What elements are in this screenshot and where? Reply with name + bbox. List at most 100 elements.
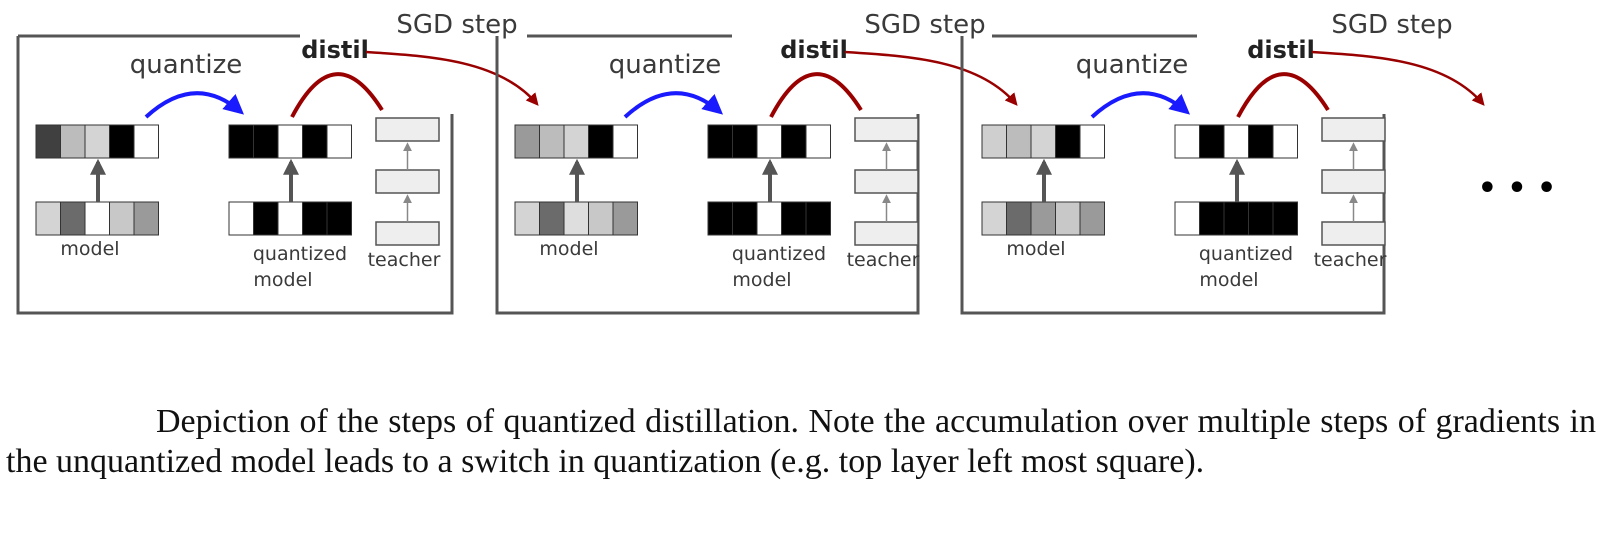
model-bottom-layer-cell — [588, 201, 614, 236]
quantized-top-layer-cell — [1199, 124, 1225, 159]
step-frame — [16, 36, 454, 315]
quantized-label-line2: model — [1199, 269, 1258, 291]
model-top-layer-cell — [612, 124, 638, 159]
model-bottom-layer-cell — [60, 201, 86, 236]
quantized-label-line1: quantized — [253, 243, 347, 265]
quantized-bottom-layer-cell — [756, 201, 782, 236]
model-top-layer-cell — [60, 124, 86, 159]
distil-arc — [290, 72, 384, 118]
model-top-layer-cell — [1006, 124, 1032, 159]
quantized-top-layer-cell — [756, 124, 782, 159]
quantized-top-layer-cell — [1272, 124, 1298, 159]
quantized-top-layer-cell — [253, 124, 279, 159]
quantize-arrow — [144, 91, 245, 119]
model-top-layer-cell — [109, 124, 135, 159]
quantized-bottom-layer-cell — [781, 201, 807, 236]
model-label: model — [539, 238, 598, 260]
model-top-layer-cell — [1079, 124, 1105, 159]
caption-text: Depiction of the steps of quantized dist… — [6, 403, 1596, 480]
model-bottom-layer-cell — [1055, 201, 1081, 236]
quantized-bottom-layer-cell — [1223, 201, 1249, 236]
quantized-label-line2: model — [732, 269, 791, 291]
quantized-top-layer-cell — [1223, 124, 1249, 159]
quantized-bottom-layer-cell — [1272, 201, 1298, 236]
distil-arrow — [844, 50, 1018, 106]
quantized-label-line1: quantized — [1199, 243, 1293, 265]
model-bottom-layer-cell — [1006, 201, 1032, 236]
model-bottom-layer-cell — [109, 201, 135, 236]
distil-label: distil — [780, 36, 848, 64]
model-top-layer-cell — [133, 124, 159, 159]
model-bottom-layer-cell — [1079, 201, 1105, 236]
quantized-bottom-layer-cell — [228, 201, 254, 236]
quantized-top-layer-cell — [707, 124, 733, 159]
quantize-label: quantize — [130, 50, 242, 80]
quantize-arrow — [1090, 91, 1191, 119]
distil-arc — [769, 72, 863, 118]
model-label: model — [1006, 238, 1065, 260]
model-bottom-layer-cell — [35, 201, 61, 236]
quantize-label: quantize — [1076, 50, 1188, 80]
quantized-bottom-layer-cell — [277, 201, 303, 236]
teacher-layer-1 — [854, 117, 919, 142]
training-step-1: SGD step quantize distil model quantized mode… — [16, 10, 539, 315]
teacher-layer-1 — [375, 117, 440, 142]
step-frame — [495, 36, 920, 315]
quantized-top-layer-cell — [326, 124, 352, 159]
quantized-bottom-layer-cell — [326, 201, 352, 236]
model-top-layer-cell — [84, 124, 110, 159]
model-bottom-layer-cell — [612, 201, 638, 236]
model-label: model — [60, 238, 119, 260]
step-frame — [960, 36, 1386, 315]
quantized-top-layer-cell — [277, 124, 303, 159]
teacher-label: teacher — [1314, 249, 1387, 271]
quantized-top-layer-cell — [302, 124, 328, 159]
teacher-layer-2 — [375, 169, 440, 194]
quantized-top-layer-cell — [228, 124, 254, 159]
quantized-top-layer-cell — [1174, 124, 1200, 159]
quantized-top-layer-cell — [781, 124, 807, 159]
quantized-bottom-layer-cell — [1174, 201, 1200, 236]
quantized-top-layer-cell — [1248, 124, 1274, 159]
quantized-bottom-layer-cell — [732, 201, 758, 236]
model-bottom-layer-cell — [133, 201, 159, 236]
sgd-step-label: SGD step — [396, 10, 517, 40]
distil-label: distil — [1247, 36, 1315, 64]
model-top-layer-cell — [514, 124, 540, 159]
quantized-label-line2: model — [253, 269, 312, 291]
teacher-label: teacher — [847, 249, 920, 271]
model-bottom-layer-cell — [514, 201, 540, 236]
teacher-layer-3 — [375, 221, 440, 246]
distil-arrow — [1311, 50, 1485, 106]
teacher-label: teacher — [368, 249, 441, 271]
figure-caption: Depiction of the steps of quantized dist… — [6, 402, 1596, 482]
distil-arc — [1236, 72, 1330, 118]
distil-arrow — [365, 50, 539, 106]
quantized-bottom-layer-cell — [302, 201, 328, 236]
model-bottom-layer-cell — [84, 201, 110, 236]
model-bottom-layer-cell — [981, 201, 1007, 236]
model-top-layer-cell — [588, 124, 614, 159]
model-bottom-layer-cell — [1030, 201, 1056, 236]
teacher-layer-1 — [1321, 117, 1386, 142]
quantized-bottom-layer-cell — [1248, 201, 1274, 236]
quantize-arrow — [623, 91, 724, 119]
model-top-layer-cell — [539, 124, 565, 159]
teacher-layer-3 — [1321, 221, 1386, 246]
quantize-label: quantize — [609, 50, 721, 80]
model-top-layer-cell — [981, 124, 1007, 159]
teacher-layer-2 — [854, 169, 919, 194]
quantized-bottom-layer-cell — [707, 201, 733, 236]
quantized-distillation-diagram: SGD step quantize distil model quantized mode… — [16, 10, 1556, 315]
distil-label: distil — [301, 36, 369, 64]
teacher-layer-3 — [854, 221, 919, 246]
quantized-top-layer-cell — [805, 124, 831, 159]
quantized-bottom-layer-cell — [1199, 201, 1225, 236]
continuation-ellipsis: • • • — [1478, 171, 1556, 206]
model-bottom-layer-cell — [539, 201, 565, 236]
model-top-layer-cell — [35, 124, 61, 159]
quantized-bottom-layer-cell — [805, 201, 831, 236]
model-top-layer-cell — [1030, 124, 1056, 159]
